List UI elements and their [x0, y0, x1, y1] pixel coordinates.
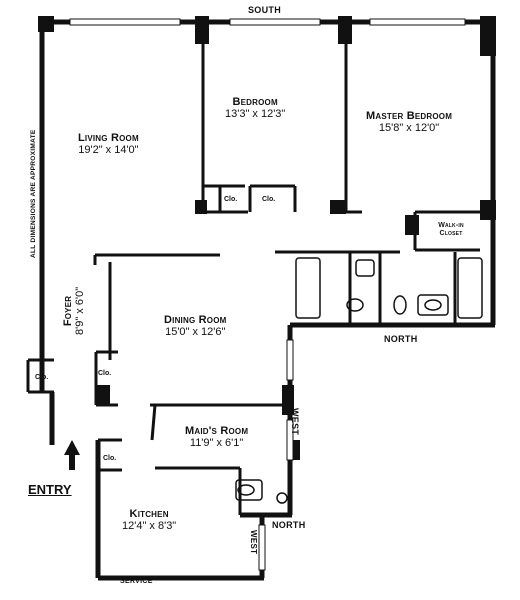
room-dimensions: 15'0" x 12'6" [165, 326, 226, 339]
bedroom-label: Bedroom 13'3" x 12'3" [225, 96, 285, 120]
south-label: SOUTH [248, 5, 281, 15]
foyer-label: Foyer 8'9" x 6'0" [62, 287, 86, 335]
north-label: NORTH [384, 334, 418, 344]
dimensions-note: ALL DIMENSIONS ARE APPROXIMATE [30, 129, 37, 258]
service-label: SERVICE [120, 578, 153, 585]
room-dimensions: 15'8" x 12'0" [378, 122, 440, 135]
interior-walls [26, 25, 485, 515]
bedroom-closet-right-label: Clo. [262, 196, 276, 203]
room-dimensions: 19'2" x 14'0" [78, 144, 139, 157]
north-kitchen-label: NORTH [272, 520, 306, 530]
foyer-closet-right-label: Clo. [98, 370, 112, 377]
west-kitchen-label: WEST [249, 530, 258, 555]
entry-label: ENTRY [28, 482, 72, 497]
room-name: Master Bedroom [366, 110, 453, 122]
room-name: Walk-in Closet [438, 222, 464, 237]
walk-in-closet-label: Walk-in Closet [428, 222, 474, 237]
room-name: Bedroom [232, 96, 278, 108]
room-name: Maid's Room [185, 425, 249, 437]
room-name: Kitchen [129, 508, 169, 520]
room-name: Dining Room [164, 314, 227, 326]
room-dimensions: 11'9" x 6'1" [189, 437, 244, 450]
room-dimensions: 13'3" x 12'3" [225, 108, 286, 121]
room-name: Living Room [78, 132, 139, 144]
kitchen-closet-label: Clo. [103, 455, 117, 462]
kitchen-label: Kitchen 12'4" x 8'3" [122, 508, 176, 532]
living-room-label: Living Room 19'2" x 14'0" [78, 132, 139, 156]
master-bedroom-label: Master Bedroom 15'8" x 12'0" [366, 110, 452, 134]
room-dimensions: 12'4" x 8'3" [122, 520, 177, 533]
entry-arrow [64, 440, 80, 470]
dining-room-label: Dining Room 15'0" x 12'6" [164, 314, 226, 338]
room-dimensions: 8'9" x 6'0" [74, 286, 87, 335]
wall-piers [38, 16, 496, 460]
fixtures [235, 257, 483, 504]
windows [69, 18, 466, 571]
foyer-closet-left-label: Clo. [35, 374, 49, 381]
room-name: Foyer [62, 295, 74, 327]
bedroom-closet-left-label: Clo. [224, 196, 238, 203]
west-maid-label: WEST [290, 408, 300, 436]
maids-room-label: Maid's Room 11'9" x 6'1" [185, 425, 248, 449]
